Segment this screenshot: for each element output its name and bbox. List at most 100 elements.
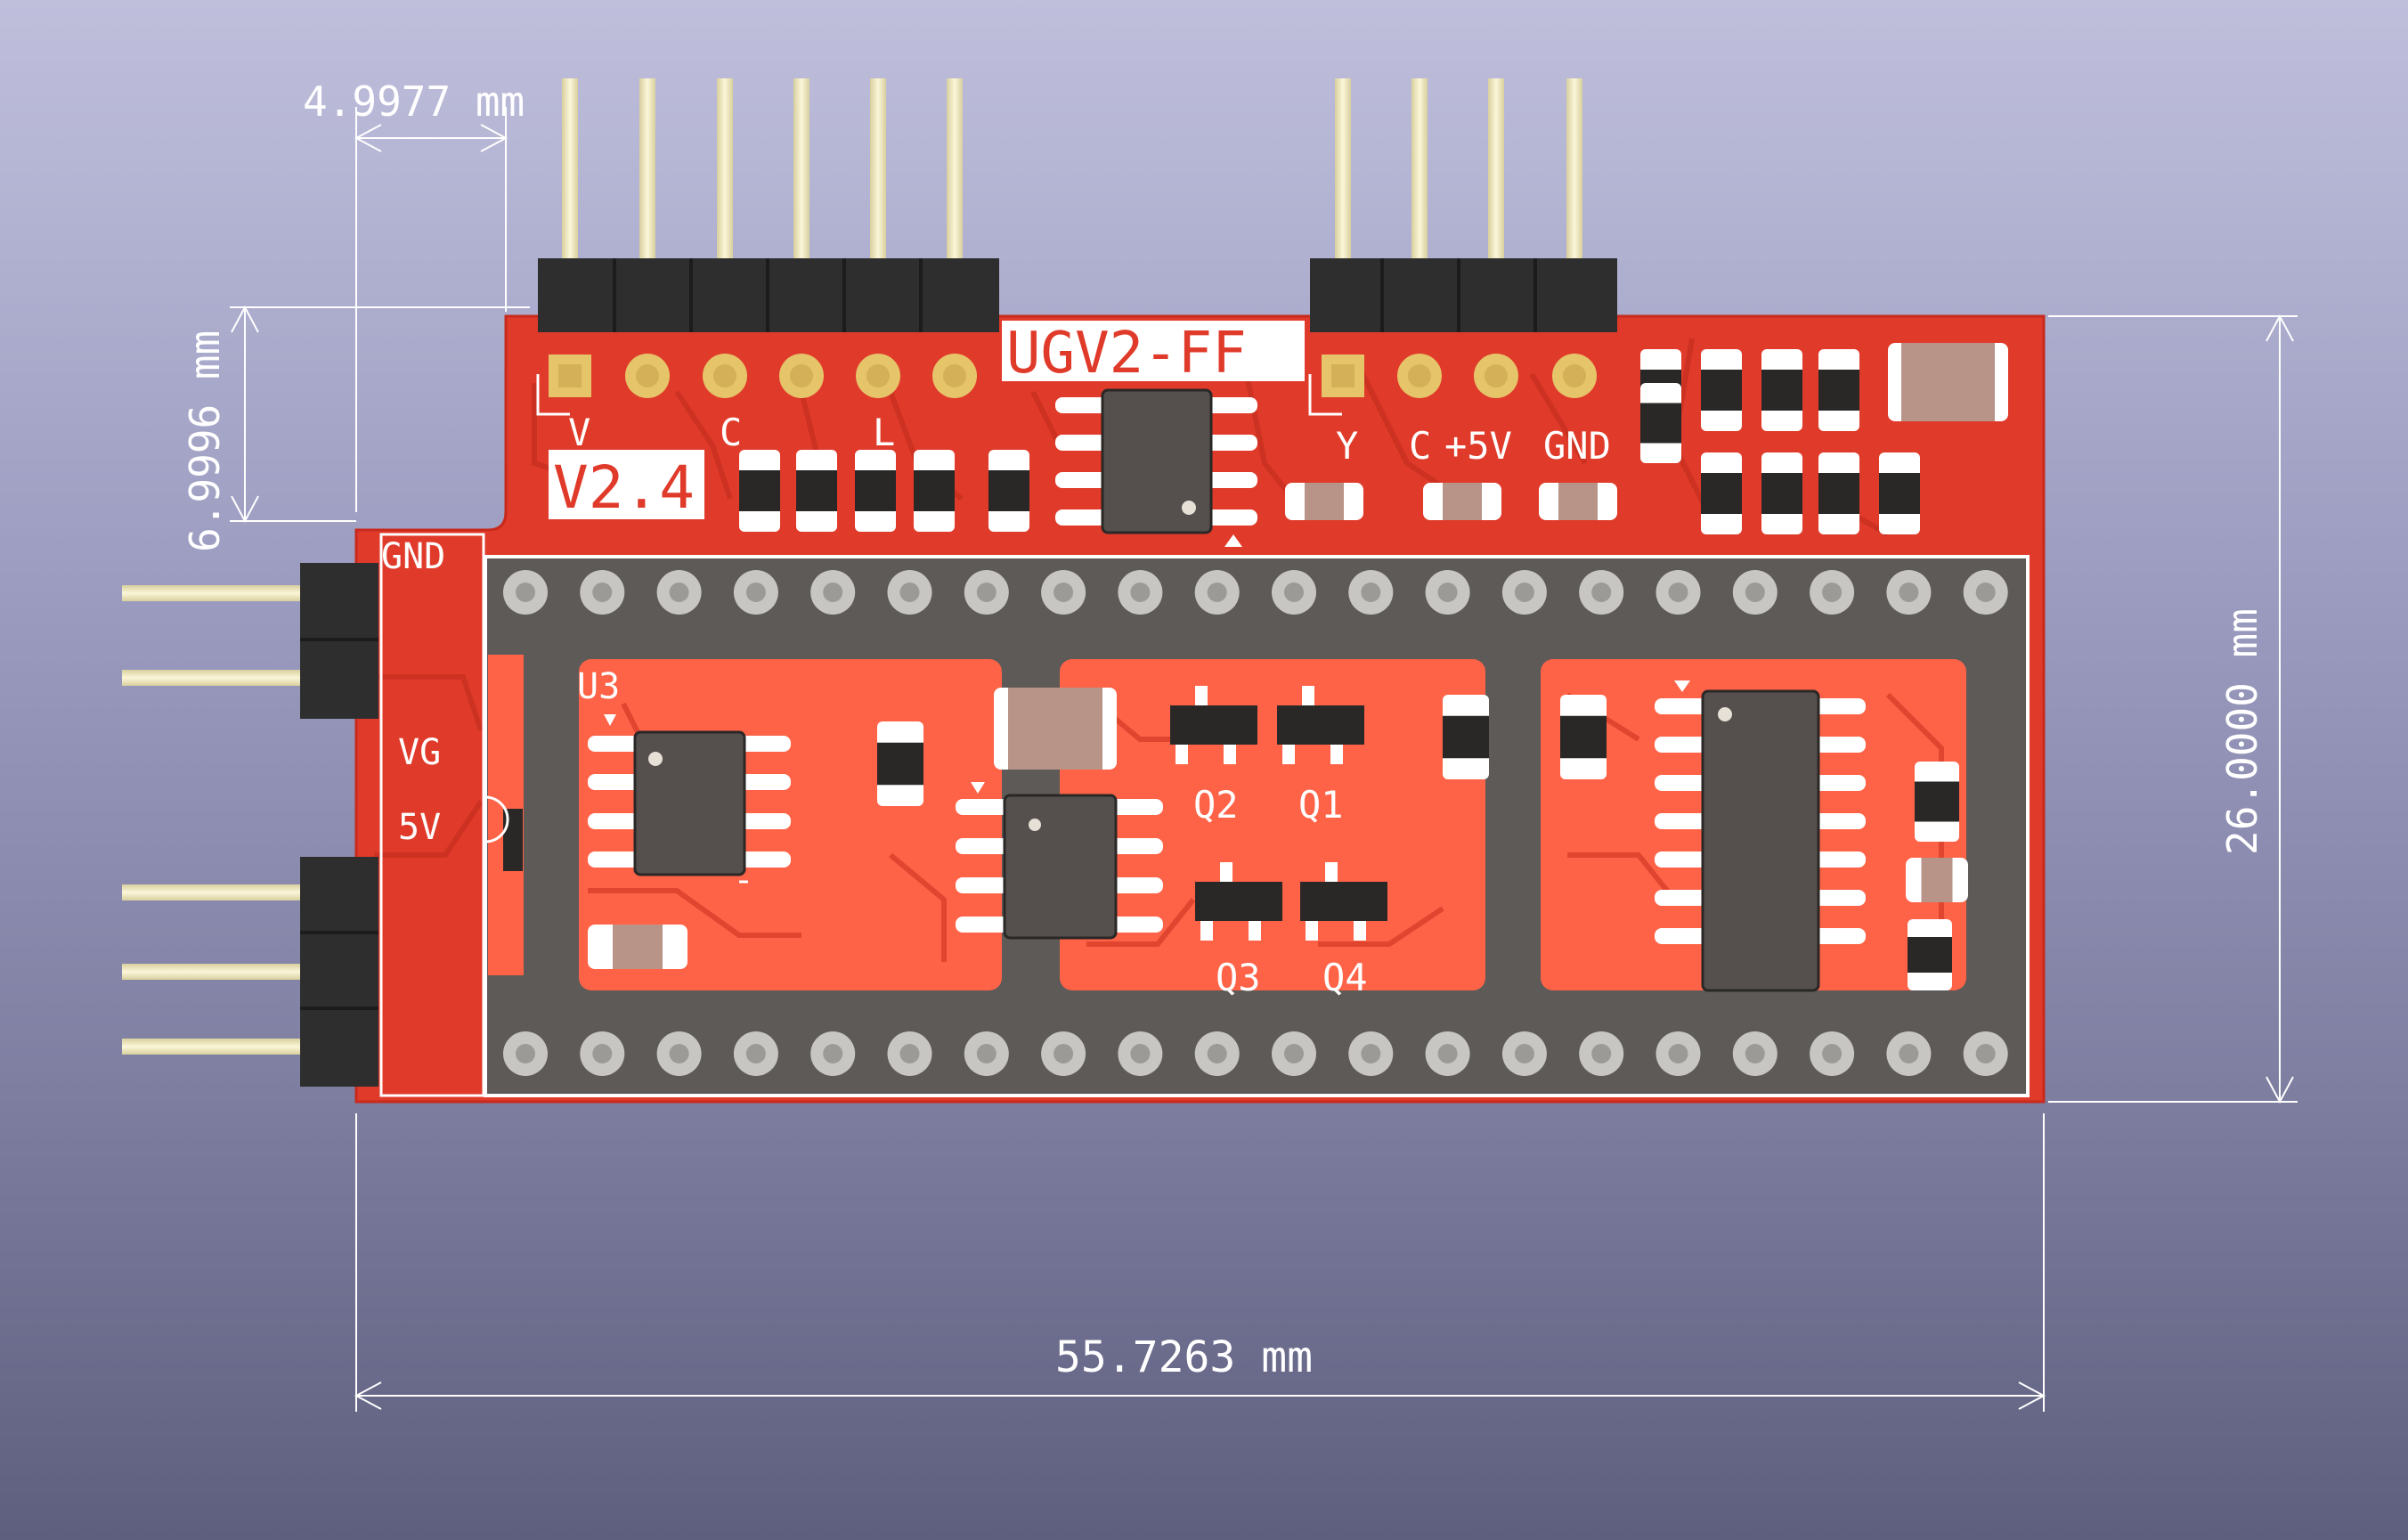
smd-body	[1443, 483, 1482, 520]
sot-lead	[1220, 862, 1232, 882]
smd-body	[1640, 403, 1681, 444]
socket-hole-inner	[669, 583, 689, 602]
ic-pin	[1055, 509, 1109, 526]
ic-pin	[737, 813, 791, 829]
ic-pin	[956, 838, 1009, 854]
ic-pin	[1055, 397, 1109, 413]
socket-pin-holes	[503, 570, 2008, 1076]
smd-body	[1879, 473, 1920, 514]
smd-body	[1558, 483, 1598, 520]
ref-q4: Q4	[1322, 956, 1368, 999]
socket-hole-inner	[1591, 583, 1612, 602]
ic-pin	[1812, 737, 1866, 753]
sot-lead	[1306, 921, 1318, 941]
smd-body	[1305, 483, 1344, 520]
ic-pin	[1055, 472, 1109, 488]
socket-hole-inner	[899, 1044, 920, 1063]
u3-soic8-chip	[588, 714, 791, 884]
middle-soic8-chip	[956, 782, 1163, 940]
ic-pin	[1812, 813, 1866, 829]
header-pin	[1335, 78, 1351, 261]
ic-pin	[737, 851, 791, 868]
smd-body	[1443, 715, 1489, 759]
pad-hole	[943, 364, 966, 387]
socket-hole-inner	[516, 1044, 535, 1063]
board-title-bg	[1002, 321, 1305, 381]
socket-hole-inner	[1361, 1044, 1381, 1063]
silk-label-c: C	[720, 411, 742, 454]
version-label: V2.4	[553, 453, 695, 522]
edge-part	[503, 809, 523, 871]
board-title-label: UGV2-FF	[1006, 321, 1247, 387]
socket-hole-inner	[592, 1044, 613, 1063]
header-pin	[1566, 78, 1582, 261]
ic-pin	[588, 736, 641, 752]
socket-smd-components	[588, 695, 1968, 990]
smd-body	[739, 470, 780, 511]
header-pin	[717, 78, 733, 261]
socket-window-middle	[1060, 659, 1485, 990]
smd-body	[1761, 370, 1802, 411]
top-smd-components	[739, 349, 1920, 534]
socket-hole-inner	[1745, 583, 1765, 602]
socket-hole-inner	[976, 583, 997, 602]
ic-pin	[1812, 928, 1866, 944]
socket-hole-inner	[1975, 1044, 1996, 1063]
silk-label-gnd: GND	[1543, 424, 1611, 468]
socket-hole-inner	[1822, 583, 1843, 602]
sot-lead	[1302, 686, 1314, 705]
smd-body	[1921, 858, 1953, 902]
smd-body	[613, 925, 663, 969]
socket-hole-inner	[745, 583, 766, 602]
ic-pin	[1204, 472, 1257, 488]
smd-body	[1818, 473, 1859, 514]
sot-lead	[1325, 862, 1338, 882]
ic-pin	[588, 851, 641, 868]
sot-lead	[1195, 686, 1208, 705]
socket-hole-inner	[1207, 583, 1227, 602]
header-pin	[1488, 78, 1504, 261]
pad-hole	[1331, 364, 1354, 387]
ic-pin	[1204, 435, 1257, 451]
dimension-board-height-label: 26.0000 mm	[2218, 608, 2266, 855]
ic-pin	[1655, 775, 1708, 791]
sot-lead	[1200, 921, 1213, 941]
dimension-left-height-label: 6.9996 mm	[181, 330, 229, 552]
ic-pin	[1055, 435, 1109, 451]
dimension-board-width-label: 55.7263 mm	[1055, 1332, 1313, 1382]
ref-u3: U3	[577, 666, 620, 707]
ic-pin	[1655, 851, 1708, 868]
socket-hole-inner	[1284, 1044, 1304, 1063]
left-pin-header-bottom	[122, 857, 378, 1087]
socket-hole-inner	[1668, 1044, 1688, 1063]
ref-q2: Q2	[1193, 783, 1239, 827]
sot-body	[1195, 882, 1282, 921]
top-right-pin-header	[1310, 78, 1617, 332]
header-pin	[1411, 78, 1428, 261]
ic-pin	[737, 736, 791, 752]
sot-lead	[1249, 921, 1261, 941]
ic-pin	[1110, 838, 1163, 854]
socket-hole-inner	[1130, 583, 1151, 602]
top-soic8-chip	[1055, 388, 1257, 547]
pad-hole	[713, 364, 736, 387]
ic-pin	[956, 917, 1009, 933]
socket-hole-inner	[1745, 1044, 1765, 1063]
header-pin	[947, 78, 963, 261]
ic-pin	[1655, 928, 1708, 944]
ic-pin	[1655, 813, 1708, 829]
header-pin	[639, 78, 655, 261]
sot-body	[1170, 705, 1257, 745]
top-right-capacitor	[1888, 343, 2008, 421]
header-pin	[793, 78, 809, 261]
socket-hole-inner	[1899, 1044, 1919, 1063]
smd-body	[1560, 715, 1607, 759]
silk-label-c2: C	[1409, 424, 1431, 468]
pad-hole	[636, 364, 659, 387]
silk-label-v: V	[568, 411, 590, 454]
smd-body	[1908, 937, 1952, 973]
left-pin-header-top	[122, 563, 378, 719]
ic-pin	[1812, 890, 1866, 906]
